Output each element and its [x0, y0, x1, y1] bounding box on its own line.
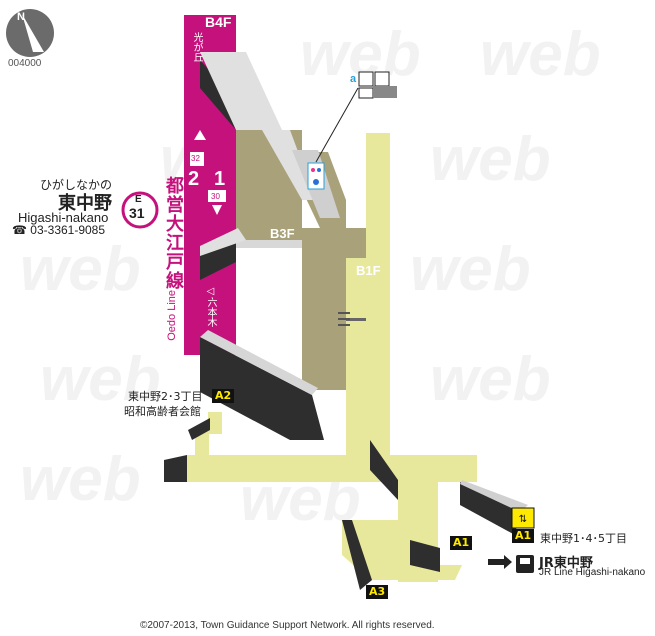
line-name-en: Oedo Line: [166, 290, 178, 341]
direction-up: 光が丘: [191, 32, 202, 62]
badge-up: 32: [191, 154, 200, 163]
exit-a2-sublabel: 昭和高齢者会館: [124, 405, 201, 418]
wheelchair-elevator-icon: [358, 71, 374, 87]
svg-text:web: web: [430, 125, 551, 194]
phone-icon: ☎: [12, 223, 27, 237]
map-id: 004000: [8, 58, 42, 69]
jr-name-en: JR Line Higashi-nakano: [539, 567, 646, 578]
svg-text:web: web: [430, 345, 551, 414]
phone-number: 03-3361-9085: [30, 223, 106, 237]
station-number-badge: [121, 191, 159, 229]
svg-text:web: web: [410, 235, 531, 304]
exit-a1-label: 東中野1･4･5丁目: [540, 532, 627, 545]
stairs: [164, 52, 528, 590]
station-phone: ☎ 03-3361-9085: [12, 223, 105, 237]
direction-down: ◁六本木: [205, 286, 216, 327]
station-name-romaji: Higashi-nakano: [18, 210, 109, 225]
platform-2: 2: [188, 168, 200, 190]
badge-down: 30: [211, 192, 220, 201]
facility-label: a: [350, 73, 357, 85]
station-name-kanji: 東中野: [58, 193, 112, 214]
exit-a1-badge[interactable]: A1: [512, 529, 535, 543]
exit-a2-label: 東中野2･3丁目: [128, 390, 203, 403]
svg-text:N: N: [17, 11, 25, 23]
jr-name: JR東中野: [539, 556, 593, 571]
floor-b1f: B1F: [356, 263, 381, 278]
watermark: web web web web web web web web web web: [20, 20, 601, 534]
exit-a1-lower-badge[interactable]: A1: [450, 536, 473, 550]
station-name-kana: ひがしなかの: [40, 178, 113, 192]
b1f-concourse: [187, 133, 477, 582]
platform-arrows: [190, 130, 226, 215]
svg-text:⇅: ⇅: [519, 514, 527, 525]
b3f-concourse: [236, 130, 366, 390]
svg-text:web: web: [20, 235, 141, 304]
svg-text:web: web: [480, 20, 601, 89]
a1-elevator-icon: ⇅: [511, 507, 535, 529]
nursing-room-icon: [358, 87, 374, 99]
floor-b3f: B3F: [270, 226, 295, 241]
north-compass-icon: N: [6, 9, 54, 57]
svg-text:web: web: [20, 445, 141, 514]
exit-a2-badge[interactable]: A2: [212, 389, 235, 403]
facilities-icons: [307, 71, 397, 190]
floor-b4f: B4F: [205, 14, 232, 30]
line-name-ja: 都営大江戸線: [163, 176, 184, 290]
toilet-icon: [374, 71, 390, 87]
station-number: 31: [129, 205, 145, 221]
accessible-toilet-icon: [307, 162, 325, 190]
copyright: ©2007-2013, Town Guidance Support Networ…: [140, 620, 435, 631]
train-icon: [516, 555, 534, 573]
svg-text:web: web: [40, 345, 161, 414]
platform-1: 1: [214, 168, 226, 190]
jr-arrow-icon: [488, 555, 512, 569]
exit-a3-badge[interactable]: A3: [366, 585, 389, 599]
line-code: E: [135, 194, 142, 205]
